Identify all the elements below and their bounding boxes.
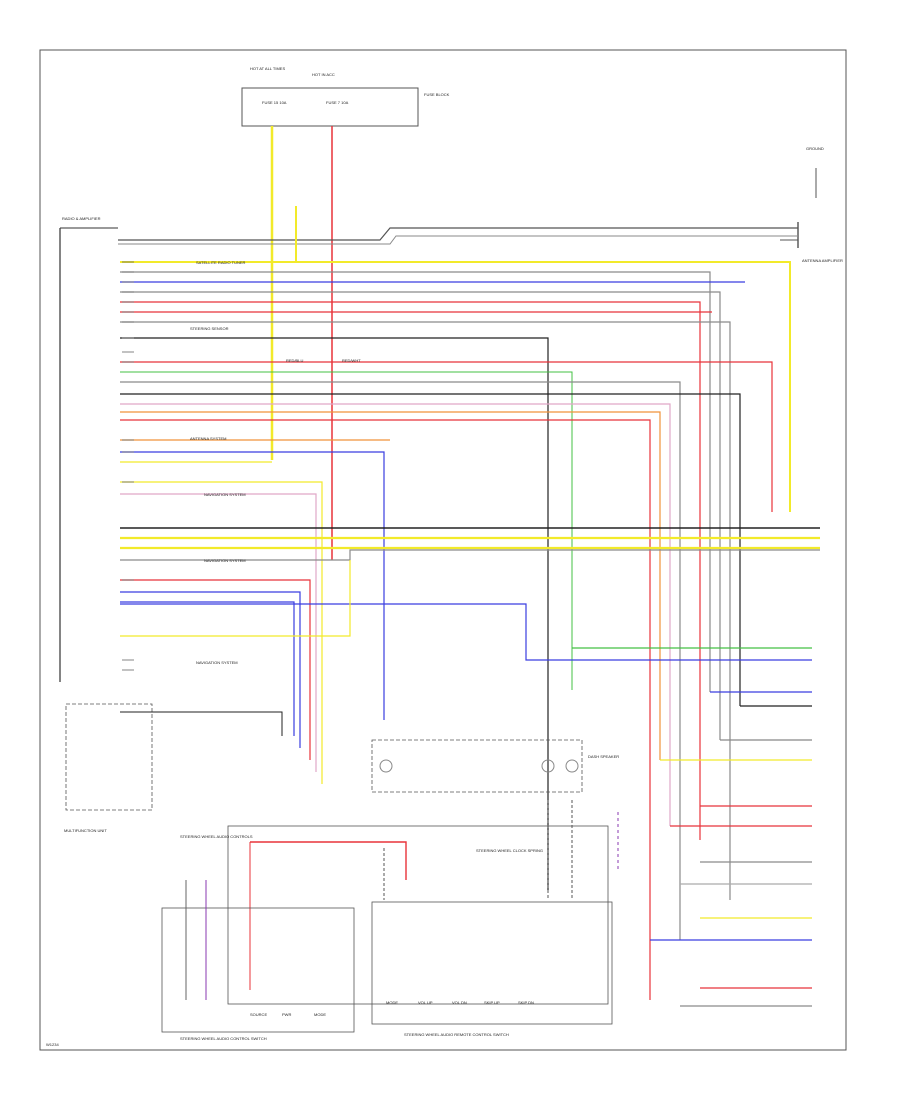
switch-r-skipup-label: SKIP UP [484, 1000, 500, 1005]
diagram-border [39, 49, 847, 1051]
fuse-a-label: FUSE 15 10A [262, 100, 287, 105]
fuse-b-label: FUSE 7 10A [326, 100, 349, 105]
steering-sensor-label: STEERING SENSOR [190, 326, 229, 331]
dash-speaker: DASH SPEAKER [371, 739, 619, 793]
antenna-system-label: ANTENNA SYSTEM [190, 436, 226, 441]
switch-r-skipdn-label: SKIP DN [518, 1000, 534, 1005]
audio-switch-left-label: STEERING WHEEL AUDIO CONTROL SWITCH [180, 1036, 267, 1041]
radio-output-wires [120, 206, 820, 1000]
footer-code: W1234 [46, 1042, 59, 1047]
dash-speaker-label: DASH SPEAKER [588, 754, 619, 759]
switch-source-label: SOURCE [250, 1012, 267, 1017]
multifunction-unit-label: MULTIFUNCTION UNIT [64, 828, 107, 833]
switch-mode-label: MODE [314, 1012, 326, 1017]
switch-r-mode-label: MODE [386, 1000, 398, 1005]
navigation-system-label-2: NAVIGATION SYSTEM [204, 558, 246, 563]
ground-label: GROUND [806, 146, 824, 151]
radio-pin-ticks [122, 261, 134, 671]
audio-switch-right-label: STEERING WHEEL AUDIO REMOTE CONTROL SWIT… [404, 1032, 509, 1037]
hot-in-acc-label: HOT IN ACC [312, 72, 335, 77]
hot-at-all-times-label: HOT AT ALL TIMES [250, 66, 285, 71]
antenna-amp-label: ANTENNA AMPLIFIER [802, 258, 843, 263]
steering-switch-left: STEERING WHEEL AUDIO CONTROLS SOURCE PWR… [161, 834, 355, 1041]
switch-pwr-label: PWR [282, 1012, 291, 1017]
top-gray-wire [118, 235, 798, 245]
radio-unit-label: RADIO & AMPLIFIER [62, 216, 101, 221]
radio-unit: RADIO & AMPLIFIER [59, 216, 118, 682]
steering-switch-right: MODE VOL UP VOL DN SKIP UP SKIP DN STEER… [371, 800, 619, 1037]
navigation-system-label-3: NAVIGATION SYSTEM [196, 660, 238, 665]
clock-spring-label: STEERING WHEEL CLOCK SPRING [476, 848, 543, 853]
top-harness-rail [118, 227, 798, 241]
steering-wheel-clock-spring: STEERING WHEEL CLOCK SPRING [227, 825, 609, 1005]
satellite-radio-label: SATELLITE RADIO TUNER [196, 260, 246, 265]
navigation-system-label: NAVIGATION SYSTEM [204, 492, 246, 497]
fuse-block: HOT AT ALL TIMES HOT IN ACC FUSE 15 10A … [241, 66, 450, 127]
switch-r-volup-label: VOL UP [418, 1000, 433, 1005]
switch-r-voldn-label: VOL DN [452, 1000, 467, 1005]
multifunction-unit: MULTIFUNCTION UNIT [64, 703, 283, 833]
red-blu-label: RED/BLU [286, 358, 303, 363]
right-speaker-pins [650, 691, 812, 1007]
red-wht-label: RED/WHT [342, 358, 361, 363]
audio-controls-label: STEERING WHEEL AUDIO CONTROLS [180, 834, 253, 839]
fuse-block-label: FUSE BLOCK [424, 92, 450, 97]
ground-symbol: GROUND ANTENNA AMPLIFIER [797, 146, 843, 263]
